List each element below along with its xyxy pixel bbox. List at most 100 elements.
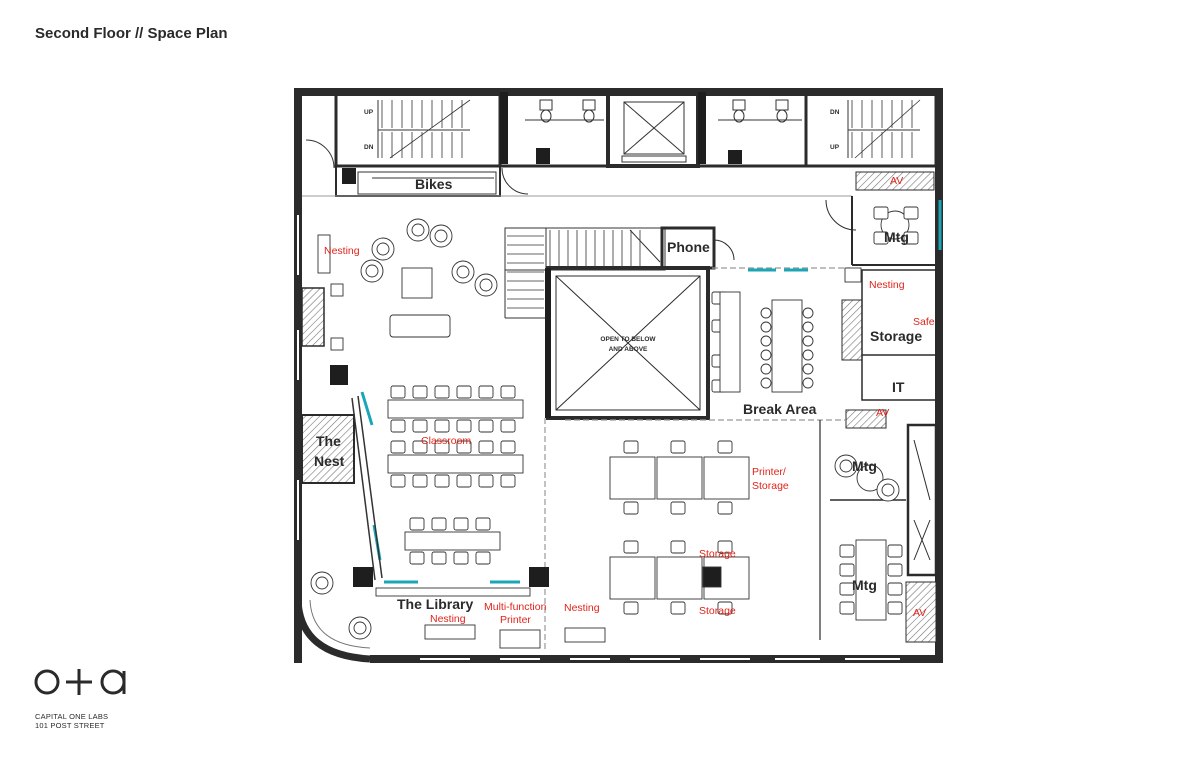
bike-rack <box>357 171 497 195</box>
lounge-chair-seat <box>839 459 853 473</box>
chair <box>623 540 639 554</box>
stool <box>802 321 814 333</box>
annotation-safe: Safe <box>913 316 935 328</box>
chair <box>500 385 516 399</box>
central-stair-treads <box>507 230 641 309</box>
chair <box>478 440 494 454</box>
chair <box>717 601 733 615</box>
room-label-mtg-bottom: Mtg <box>852 577 877 593</box>
annotation-printer-storage-line1: Printer/ <box>752 466 786 478</box>
chair <box>412 385 428 399</box>
left-stair <box>377 99 471 159</box>
chair <box>412 474 428 488</box>
interior-partitions <box>544 267 850 652</box>
lounge-chair-seat <box>411 223 425 237</box>
chair <box>670 501 686 515</box>
chair <box>887 601 903 615</box>
chair <box>475 551 491 565</box>
central-stair <box>504 227 666 319</box>
counter <box>719 291 741 393</box>
stool <box>760 377 772 389</box>
coffee-table <box>401 267 433 299</box>
side-table <box>330 337 344 351</box>
stair-dn-label: DN <box>364 144 374 151</box>
chair <box>670 540 686 554</box>
classroom-table <box>387 454 524 474</box>
lounge-chair-seat <box>376 242 390 256</box>
chair <box>390 440 406 454</box>
chair <box>623 440 639 454</box>
stool <box>802 349 814 361</box>
chair <box>839 563 855 577</box>
chair <box>903 206 919 220</box>
stool <box>802 335 814 347</box>
chair <box>431 551 447 565</box>
room-label-the-nest-line2: Nest <box>314 453 345 469</box>
annotation-storage-lower: Storage <box>699 605 736 617</box>
open-to-below <box>546 266 710 420</box>
open-to-below-line2: AND ABOVE <box>609 346 648 353</box>
room-label-phone: Phone <box>667 239 710 255</box>
chair <box>478 474 494 488</box>
stool <box>760 321 772 333</box>
chair <box>500 419 516 433</box>
library-shelf <box>375 587 531 597</box>
stool <box>760 349 772 361</box>
right-rooms <box>819 196 938 640</box>
chair <box>478 385 494 399</box>
annotation-storage-upper: Storage <box>699 548 736 560</box>
chair <box>456 419 472 433</box>
room-label-storage: Storage <box>870 328 922 344</box>
furniture <box>310 206 919 649</box>
meeting-table <box>856 464 884 492</box>
elevator <box>621 101 687 163</box>
room-label-the-library: The Library <box>397 596 473 612</box>
chair <box>390 385 406 399</box>
stool <box>760 363 772 375</box>
stair-up-label: UP <box>364 109 374 116</box>
stair-treads <box>381 100 913 158</box>
chair <box>390 419 406 433</box>
chair <box>453 517 469 531</box>
annotation-nesting-right: Nesting <box>869 279 905 291</box>
chair <box>623 601 639 615</box>
stair-dn-label-right: DN <box>830 109 840 116</box>
chair <box>412 440 428 454</box>
storage-column <box>702 566 722 588</box>
client-street: 101 POST STREET <box>35 721 105 730</box>
chair <box>873 206 889 220</box>
chair <box>887 582 903 596</box>
room-label-mtg-mid: Mtg <box>852 458 877 474</box>
nesting-bench <box>317 234 331 274</box>
chair <box>670 601 686 615</box>
chair <box>887 563 903 577</box>
room-label-the-nest-line1: The <box>316 433 341 449</box>
chair <box>453 551 469 565</box>
curved-corner-wall <box>294 599 371 663</box>
hatched-panel <box>841 299 863 361</box>
workstation-desk <box>656 456 703 500</box>
lounge-chair-seat <box>353 621 367 635</box>
client-address: CAPITAL ONE LABS 101 POST STREET <box>35 712 108 730</box>
annotation-classroom: Classroom <box>421 435 471 447</box>
stair-up-label-right: UP <box>830 144 840 151</box>
chair <box>839 601 855 615</box>
workstation-desk <box>656 556 703 600</box>
chair <box>409 517 425 531</box>
lounge-chair-seat <box>456 265 470 279</box>
stool <box>760 307 772 319</box>
side-table <box>330 283 344 297</box>
hatched-panel <box>855 171 935 191</box>
safe <box>844 267 862 283</box>
room-label-bikes: Bikes <box>415 176 453 192</box>
annotation-multifunction-line2: Printer <box>500 614 531 626</box>
stool <box>802 363 814 375</box>
nesting-bench <box>564 627 606 643</box>
chair <box>887 544 903 558</box>
chair <box>456 474 472 488</box>
workstation-desk <box>609 456 656 500</box>
lounge-chair-seat <box>434 229 448 243</box>
annotation-av-bottom: AV <box>913 607 926 619</box>
printer <box>499 629 541 649</box>
